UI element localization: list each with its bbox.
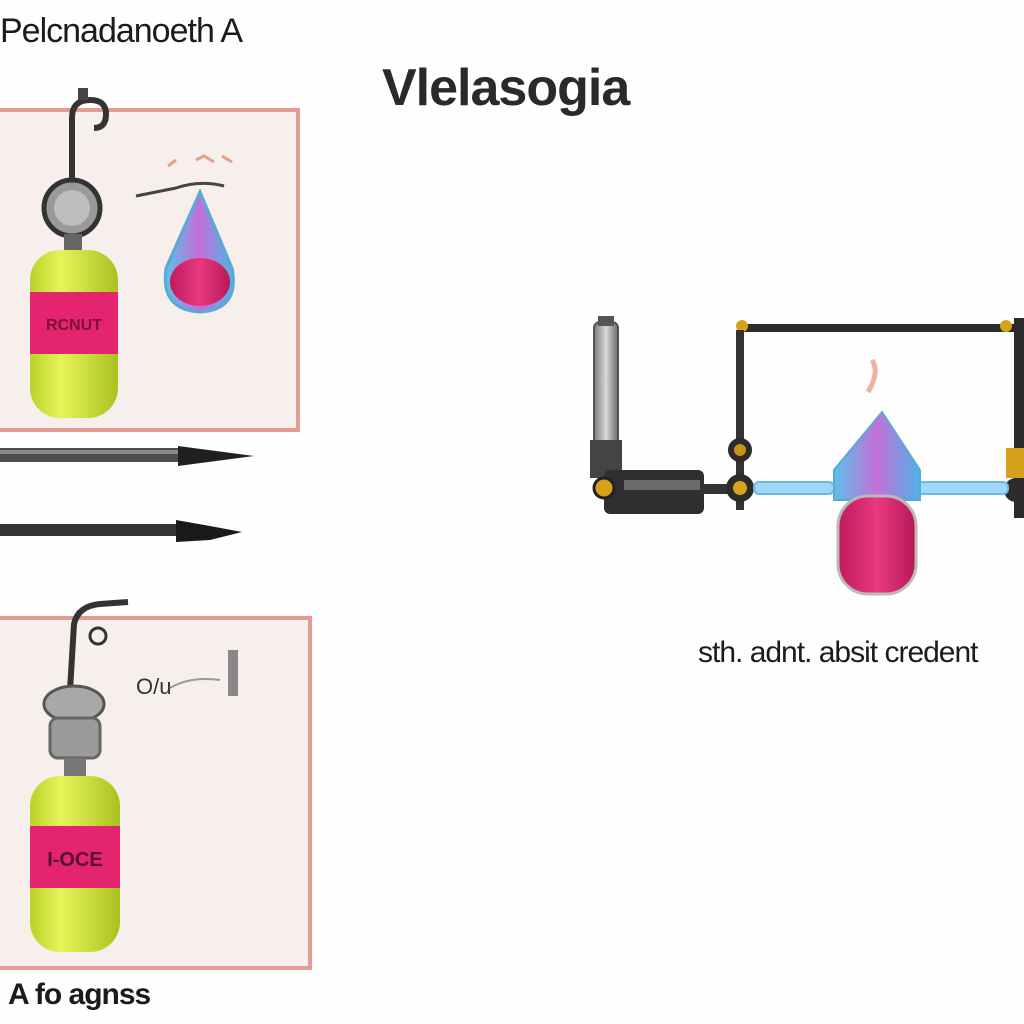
small-gauge-text: O/u	[136, 674, 171, 699]
teardrop-flask-icon	[833, 358, 921, 596]
bottom-cylinder-label: I-OCE	[47, 849, 103, 871]
teardrop-flask-icon	[163, 188, 235, 314]
gas-cylinder-icon: I-OCE	[30, 599, 129, 952]
main-title: Vlelasogia	[382, 59, 630, 117]
corner-title: Pelcnadanoeth A	[0, 12, 243, 50]
pen-icon	[0, 446, 254, 466]
pen-icon	[0, 520, 242, 542]
apparatus-caption: sth. adnt. absit credent	[698, 636, 979, 669]
pressure-gauge-icon	[41, 177, 103, 239]
top-cylinder-label: RCNUT	[46, 317, 102, 334]
gas-cylinder-icon: RCNUT	[30, 88, 118, 418]
bottom-caption: A fo agnss	[8, 978, 151, 1011]
condenser-icon	[590, 316, 704, 514]
clamp-stand-icon	[728, 318, 1024, 518]
